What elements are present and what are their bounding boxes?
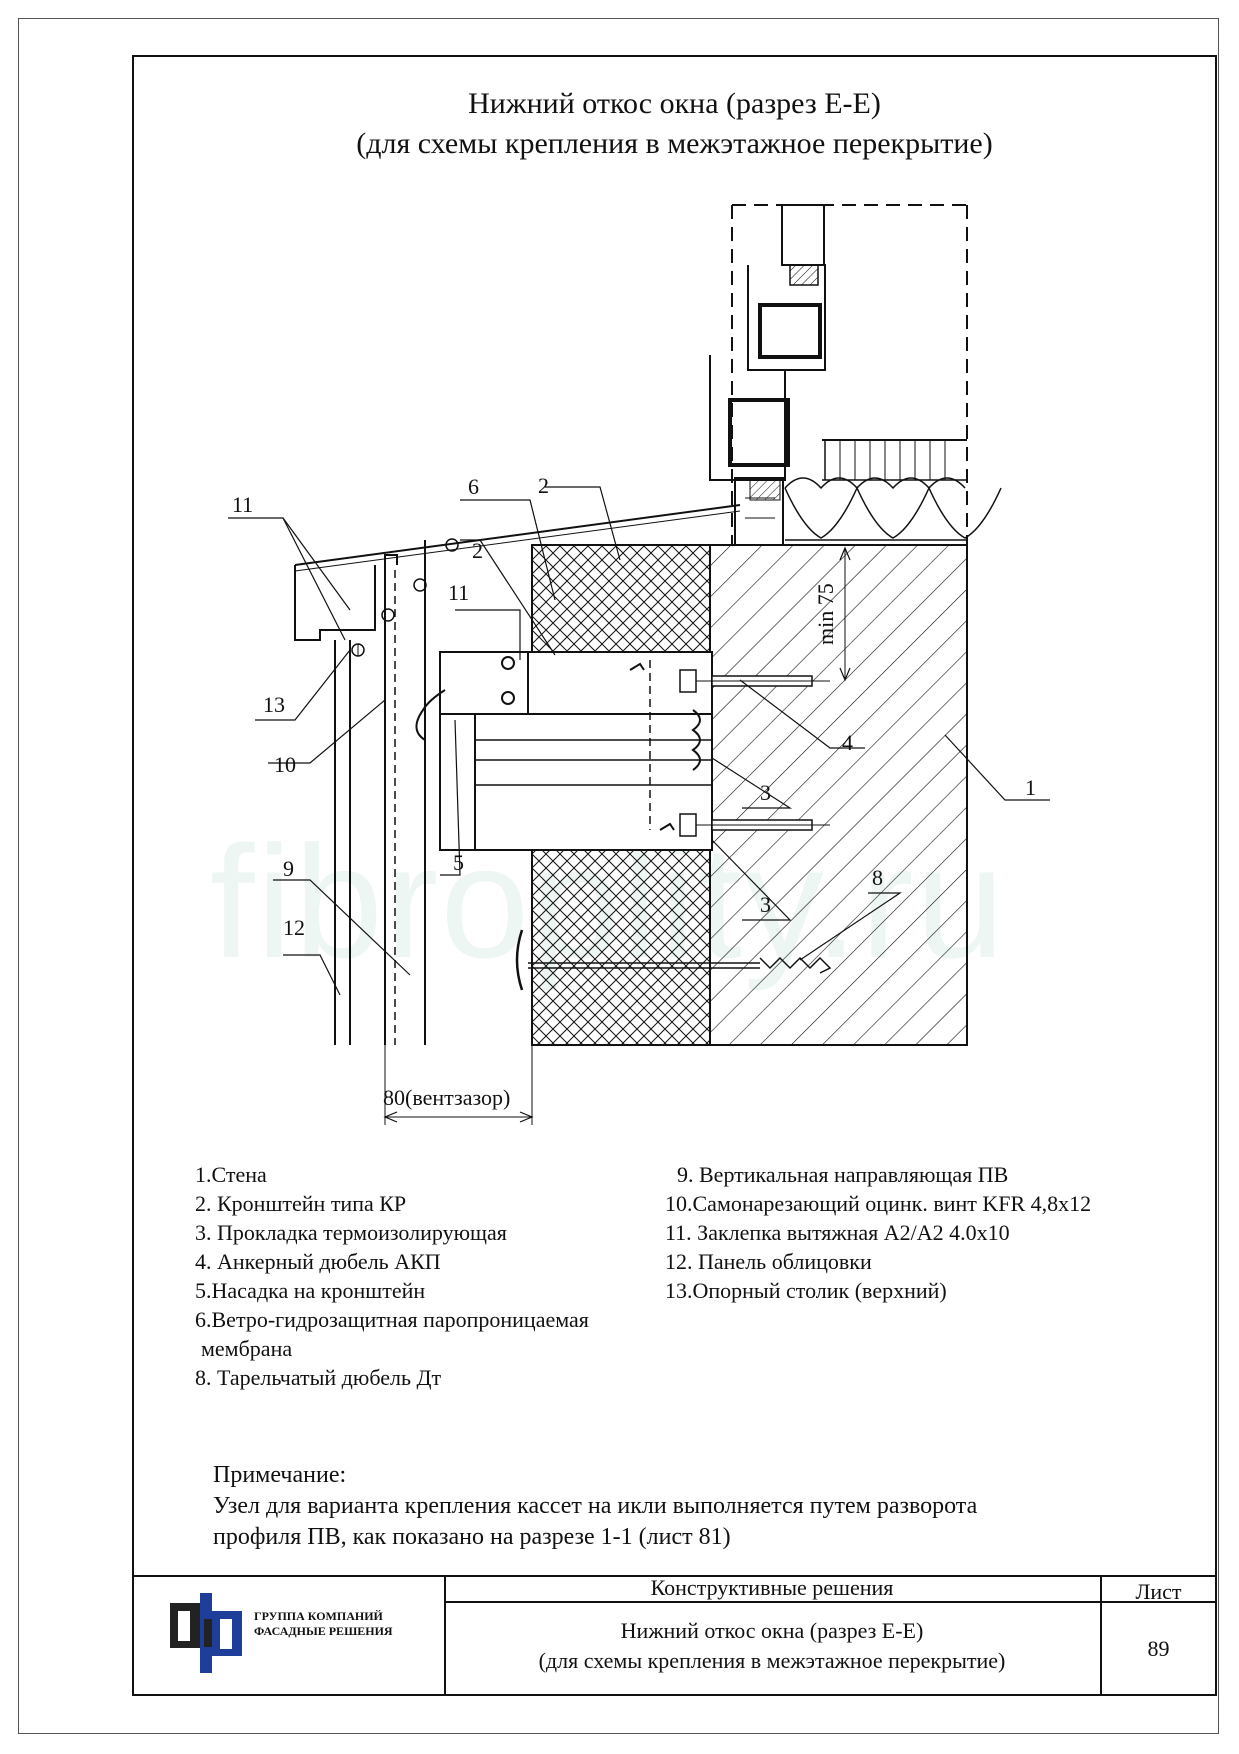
callout-3b: 3 — [760, 892, 771, 917]
title-block: ГРУППА КОМПАНИЙ ФАСАДНЫЕ РЕШЕНИЯ Констру… — [132, 1575, 1217, 1696]
legend-item: 11. Заклепка вытяжная А2/А2 4.0х10 — [665, 1220, 1010, 1245]
legend-item: 4. Анкерный дюбель АКП — [195, 1249, 441, 1274]
leader-lines — [228, 486, 1050, 996]
drawing-title-line2: (для схемы крепления в межэтажное перекр… — [356, 127, 993, 160]
drawing-frame — [132, 55, 1217, 1696]
legend-left: 1.Стена 2. Кронштейн типа КР 3. Прокладк… — [195, 1160, 589, 1392]
callout-11b: 11 — [448, 580, 469, 605]
drawing-title-line1: Нижний откос окна (разрез Е-Е) — [468, 87, 881, 120]
callout-11a: 11 — [232, 492, 253, 517]
callout-12: 12 — [283, 915, 305, 940]
callout-10: 10 — [274, 752, 296, 777]
legend-item: 1.Стена — [195, 1162, 267, 1187]
legend-item: 13.Опорный столик (верхний) — [665, 1278, 947, 1303]
support-table — [294, 565, 376, 657]
facing-panel — [334, 640, 351, 1045]
dimension-gap-label: 80(вентзазор) — [383, 1085, 510, 1110]
legend-item: 8. Тарельчатый дюбель Дт — [195, 1365, 442, 1390]
callout-2a: 2 — [538, 473, 549, 498]
legend-item: 6.Ветро-гидрозащитная паропроницаемая — [195, 1307, 589, 1332]
legend-right: 9. Вертикальная направляющая ПВ 10.Самон… — [665, 1160, 1091, 1305]
legend-item: 9. Вертикальная направляющая ПВ — [677, 1162, 1009, 1187]
sheet-number: 89 — [1147, 1636, 1170, 1661]
note-line1: Узел для варианта крепления кассет на ик… — [213, 1493, 978, 1519]
callout-3a: 3 — [760, 780, 771, 805]
legend-item: 5.Насадка на кронштейн — [195, 1278, 426, 1303]
callout-6: 6 — [468, 474, 479, 499]
sheet-label: Лист — [1135, 1579, 1182, 1604]
legend-item: 10.Самонарезающий оцинк. винт KFR 4,8х12 — [665, 1191, 1092, 1216]
wall-concrete — [709, 544, 968, 1046]
legend-item: 12. Панель облицовки — [665, 1249, 872, 1274]
plate-dowel — [515, 929, 832, 991]
bracket-kr — [439, 651, 713, 851]
callout-4: 4 — [842, 730, 853, 755]
slope-flashing — [294, 504, 741, 622]
stamp-section: Конструктивные решения — [650, 1575, 894, 1600]
callout-5: 5 — [453, 850, 464, 875]
note-heading: Примечание: — [213, 1462, 347, 1488]
dimension-min75: min 75 — [813, 546, 851, 682]
legend-item: 2. Кронштейн типа КР — [195, 1191, 407, 1216]
sheet-outer-border — [18, 18, 1219, 1734]
company-name: ГРУППА КОМПАНИЙ ФАСАДНЫЕ РЕШЕНИЯ — [254, 1609, 393, 1638]
callout-13: 13 — [263, 692, 285, 717]
dimension-min75-label: min 75 — [813, 583, 838, 645]
anchor-dowel-upper — [679, 669, 830, 693]
anchor-dowel-lower — [679, 813, 830, 837]
callout-9: 9 — [283, 856, 294, 881]
window-frame — [709, 204, 1002, 546]
legend-item: 3. Прокладка термоизолирующая — [195, 1220, 507, 1245]
callout-8: 8 — [872, 865, 883, 890]
callout-1: 1 — [1025, 775, 1036, 800]
company-logo-icon — [170, 1593, 242, 1673]
stamp-title-line2: (для схемы крепления в межэтажное перекр… — [538, 1648, 1006, 1673]
insulation-lower — [531, 849, 711, 1046]
note-line2: профиля ПВ, как показано на разрезе 1-1 … — [213, 1524, 731, 1550]
vertical-guide-pv — [384, 554, 446, 1045]
note-block: Примечание: Узел для варианта крепления … — [213, 1460, 977, 1553]
legend-item: мембрана — [201, 1336, 293, 1361]
insulation-upper — [531, 544, 711, 653]
dimension-gap: 80(вентзазор) — [383, 1045, 534, 1125]
callout-2b: 2 — [472, 538, 483, 563]
stamp-title-line1: Нижний откос окна (разрез Е-Е) — [620, 1618, 924, 1643]
